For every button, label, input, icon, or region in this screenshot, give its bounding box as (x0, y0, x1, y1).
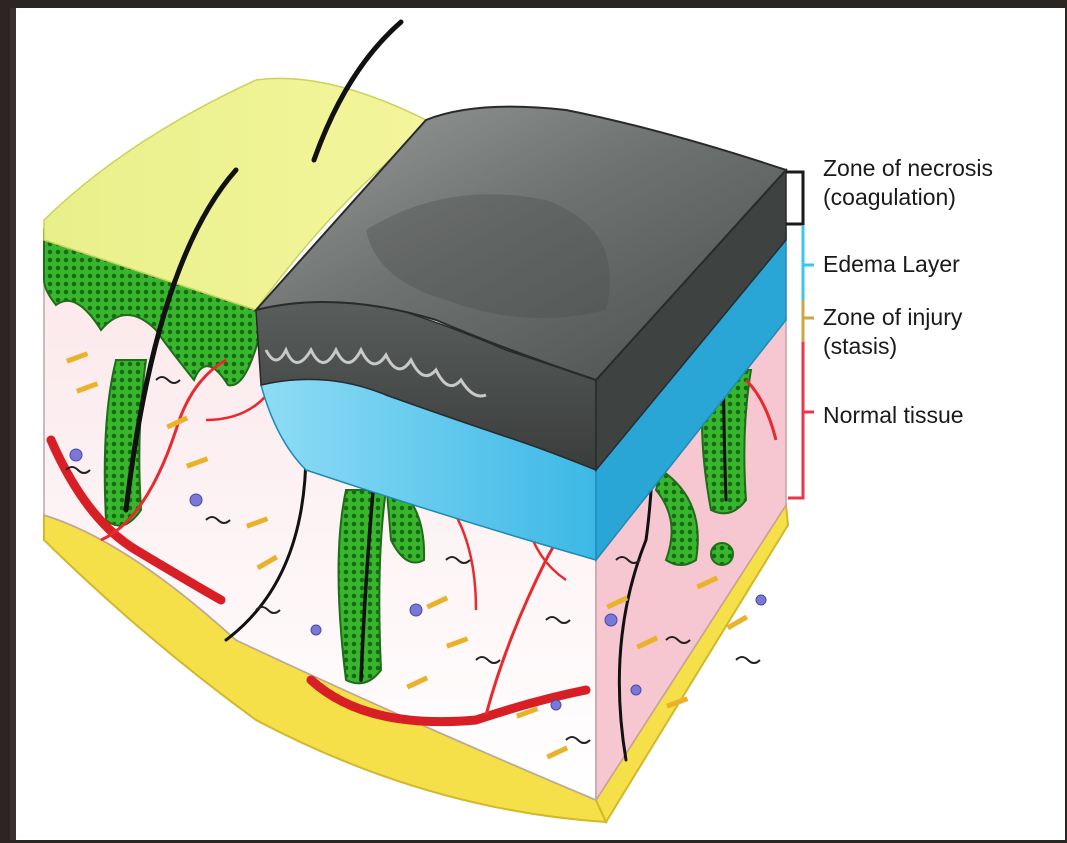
hair-follicle-bulb (711, 543, 733, 565)
zone-scale-bracket (786, 172, 814, 498)
scale-necrosis (786, 172, 803, 224)
label-edema-layer: Edema Layer (823, 250, 960, 279)
label-zone-of-necrosis: Zone of necrosis (coagulation) (823, 154, 993, 212)
label-normal-tissue: Normal tissue (823, 401, 964, 430)
scale-normal (788, 342, 803, 498)
figure-frame: Zone of necrosis (coagulation) Edema Lay… (10, 8, 1065, 840)
label-zone-of-injury: Zone of injury (stasis) (823, 303, 962, 361)
